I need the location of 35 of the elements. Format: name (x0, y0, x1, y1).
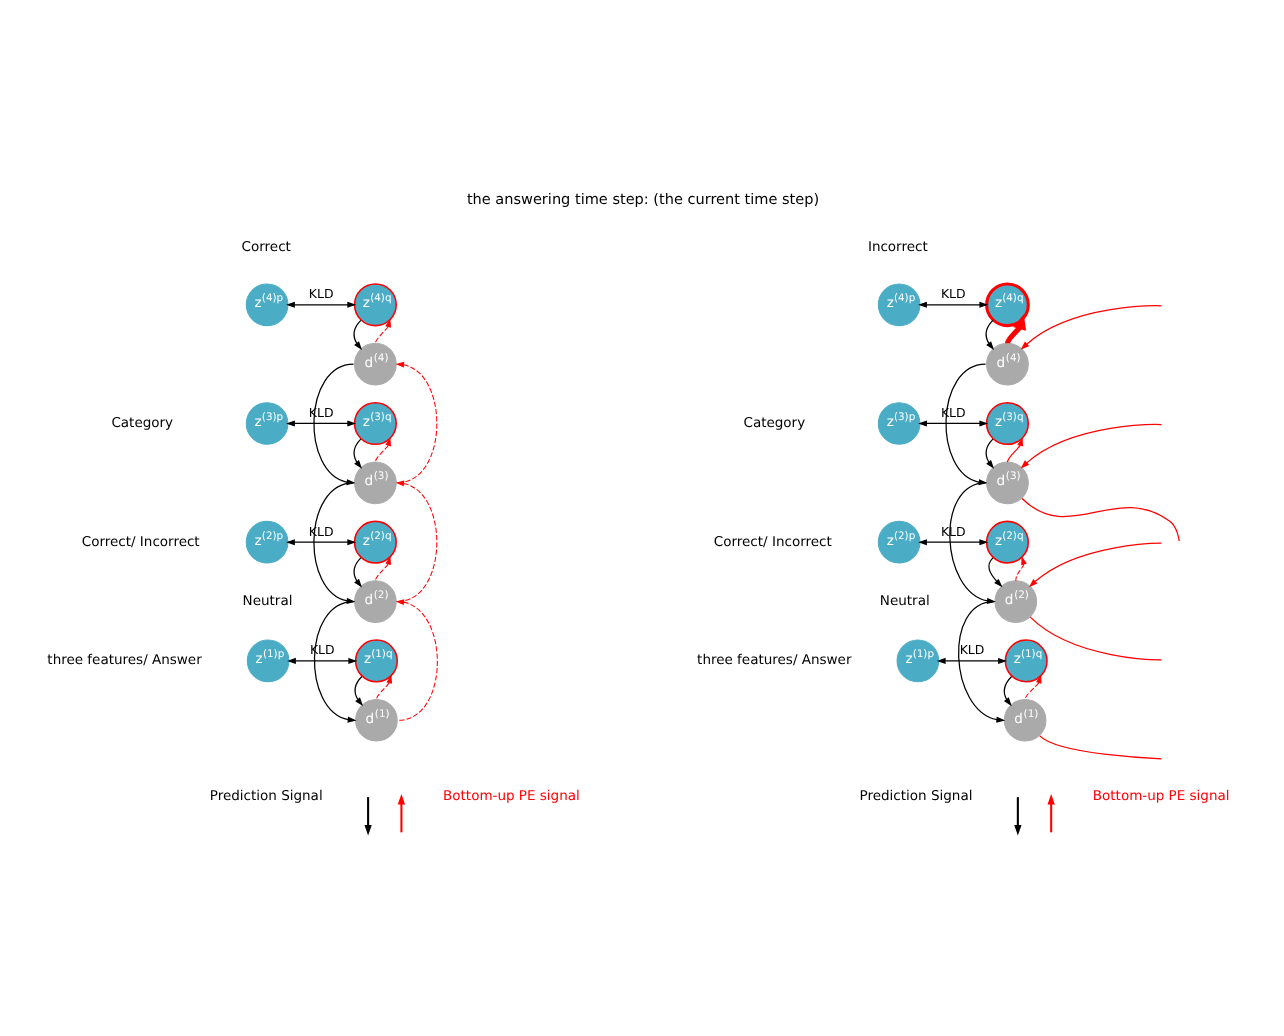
arrow (286, 656, 357, 663)
arrow (285, 538, 356, 545)
arrow (373, 436, 390, 462)
arrow (1023, 674, 1041, 699)
arrow (1019, 304, 1162, 349)
arrow (917, 300, 988, 307)
arrow (373, 317, 390, 343)
arrow (373, 555, 390, 581)
arrow (394, 479, 437, 602)
arrow (352, 556, 361, 587)
arrow (352, 437, 361, 468)
arrow (935, 656, 1006, 663)
arrow (1003, 313, 1026, 344)
arrow (285, 300, 356, 307)
arrow (353, 674, 363, 706)
arrow (394, 598, 437, 720)
arrow (1027, 541, 1162, 587)
arrow (312, 599, 356, 722)
arrow (917, 538, 988, 545)
arrow (987, 556, 1002, 587)
arrow (957, 599, 1005, 722)
arrow (1019, 422, 1162, 468)
arrow (1014, 555, 1026, 581)
connector (1028, 615, 1162, 660)
arrow (1002, 674, 1012, 706)
arrow (984, 318, 994, 349)
arrow (394, 360, 437, 483)
arrow (1005, 436, 1023, 462)
arrow (352, 318, 361, 349)
arrow (374, 674, 391, 699)
arrow (285, 419, 356, 426)
connector (1038, 734, 1162, 759)
connector (1020, 496, 1179, 541)
arrow (917, 419, 988, 426)
arrow (984, 437, 994, 468)
